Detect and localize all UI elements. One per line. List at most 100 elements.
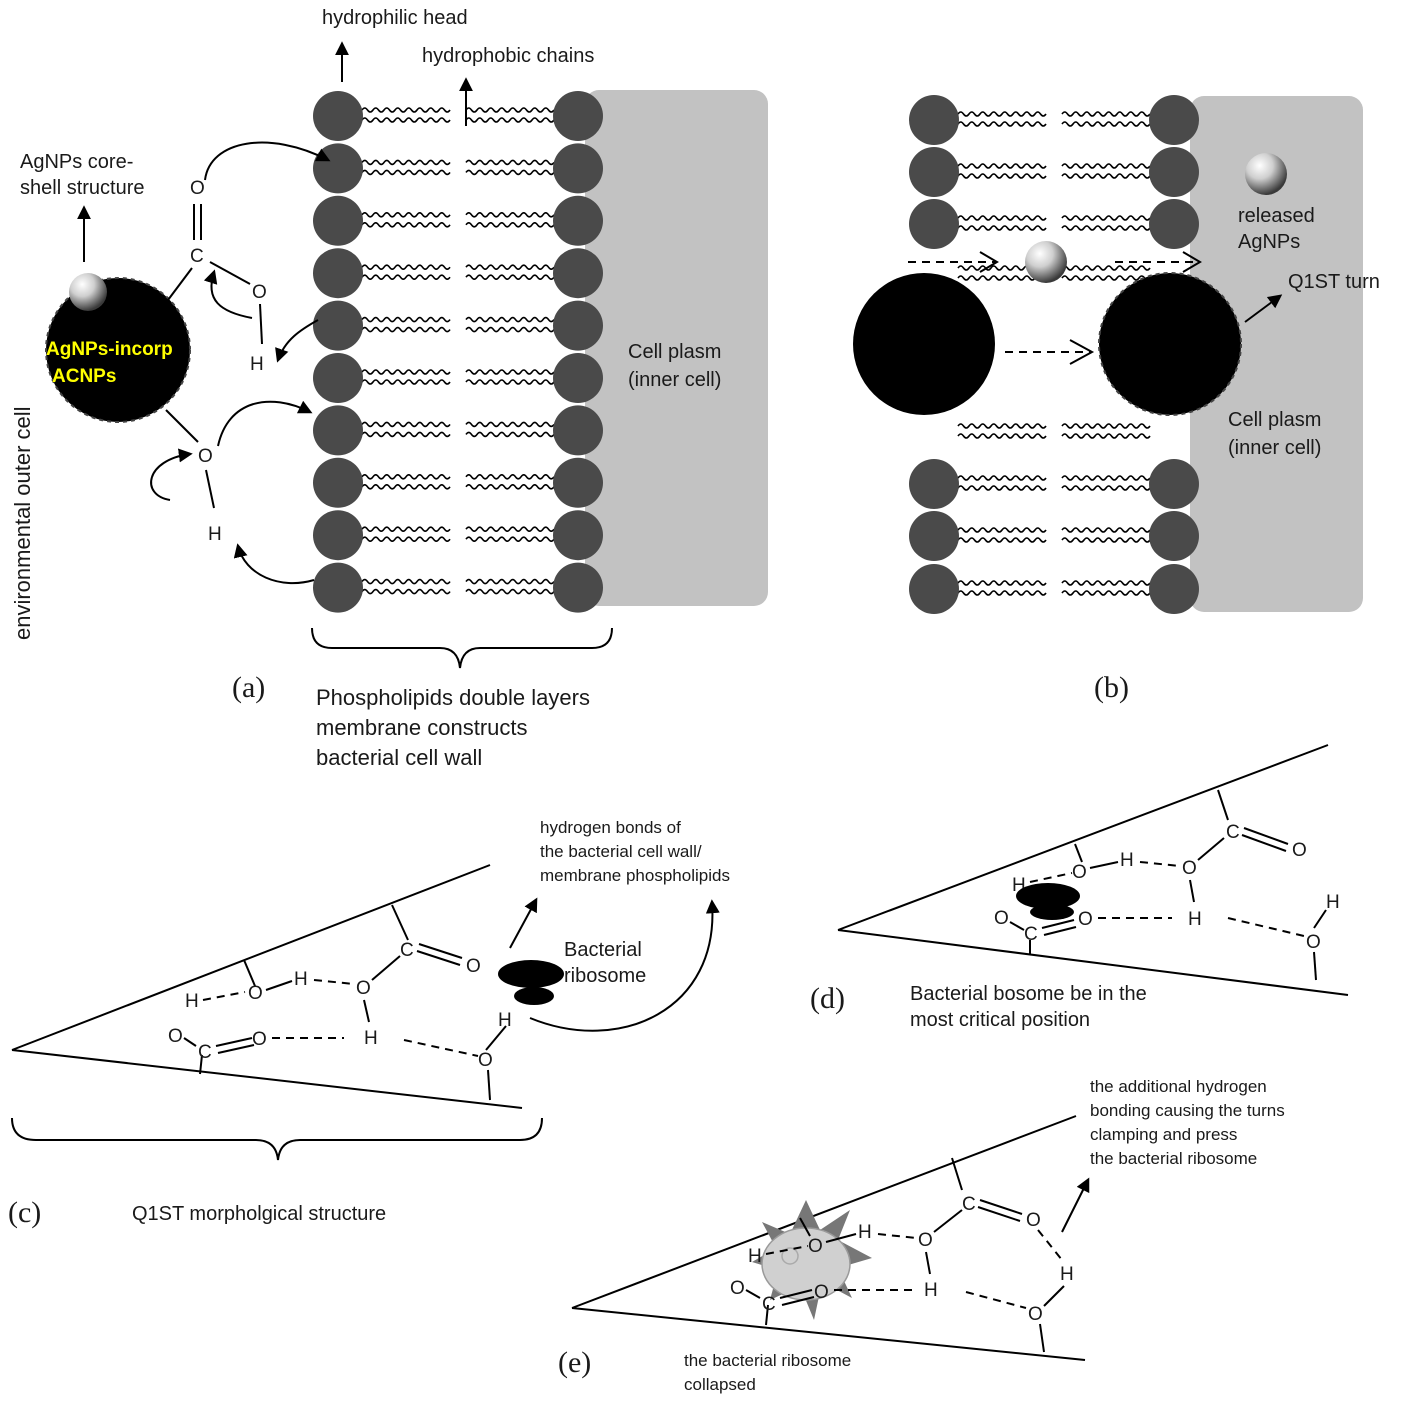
atom-h-d4: H (1326, 892, 1340, 913)
hydrophobic-tail (361, 578, 451, 585)
bond-o-c-d2 (1009, 921, 1025, 931)
hydrophobic-tail (1061, 423, 1151, 429)
atom-h-c2: H (294, 969, 308, 990)
double-d-2 (1241, 834, 1287, 852)
atom-c-e1: C (962, 1194, 976, 1215)
collapsed-label-2: collapsed (684, 1375, 756, 1394)
acnp-particle-icon (45, 277, 191, 423)
atom-o-e2: O (918, 1230, 933, 1251)
phospholipid-head (313, 248, 363, 299)
released-label-2: AgNPs (1238, 231, 1300, 253)
morph-label: Q1ST morpholgical structure (132, 1203, 386, 1225)
additional-label-1: the additional hydrogen (1090, 1077, 1267, 1096)
hydrophobic-tail (957, 275, 1047, 281)
hydrophobic-tail (465, 431, 555, 438)
black-particle-left-icon (853, 273, 995, 415)
atom-o-c3: O (466, 956, 481, 977)
hydrophobic-tail (465, 474, 555, 480)
hbond-d-1 (1029, 872, 1073, 883)
phospholipid-head (909, 199, 959, 249)
bond-o-c-c (371, 955, 401, 981)
bond-c-4 (487, 1069, 491, 1101)
atom-c-c2: C (198, 1042, 212, 1063)
hydrophobic-tail (957, 580, 1047, 586)
turn-lower-edge-e (571, 1307, 1086, 1361)
hydrophobic-tail (1061, 265, 1151, 271)
atom-o-hydroxyl: O (252, 282, 267, 303)
hydrophobic-tail (957, 215, 1047, 221)
hydrophobic-tail (465, 379, 555, 385)
atom-o-e3: O (1026, 1210, 1041, 1231)
critical-label-1: Bacterial bosome be in the (910, 983, 1147, 1005)
bond-o-h-d2 (1189, 879, 1195, 903)
hydrophobic-tail (465, 274, 555, 280)
ribosome-icon (498, 960, 564, 1005)
hbonds-label-2: the bacterial cell wall/ (540, 842, 702, 861)
bond-o-h-e2 (925, 1251, 931, 1275)
phospholipid-head (553, 143, 603, 194)
phospholipid-head (313, 457, 363, 508)
phospholipid-head (313, 353, 363, 403)
bond-o-h (259, 303, 263, 345)
bond-e-1 (799, 1217, 811, 1237)
double-c-3 (215, 1037, 253, 1047)
turn-lower-edge-c (11, 1049, 523, 1109)
particle-label-2: ACNPs (52, 366, 116, 387)
hydrophobic-tail (1061, 173, 1151, 179)
turn-upper-edge-c (11, 864, 491, 1051)
bond-e-2 (951, 1157, 963, 1191)
phospholipid-head (909, 147, 959, 197)
phospholipid-head (1149, 199, 1199, 249)
phospholipid-head (553, 300, 603, 351)
hydrophobic-tail (957, 163, 1047, 169)
double-c-2 (416, 950, 461, 966)
hydrophobic-tail (465, 578, 555, 585)
hydrophobic-tail (465, 484, 555, 490)
q1st-turn-arrow (1244, 294, 1283, 323)
panel-e-tag: (e) (558, 1346, 591, 1379)
atom-o-c4: O (168, 1026, 183, 1047)
phospholipid-head (313, 195, 363, 246)
hydrophobic-tail (1061, 215, 1151, 221)
hydrophobic-tail (465, 326, 555, 333)
phospholipid-head (553, 562, 603, 613)
additional-label-4: the bacterial ribosome (1090, 1149, 1257, 1168)
agnps-core-label-2: shell structure (20, 177, 145, 199)
hydrophobic-tail (465, 222, 555, 228)
atom-c-e2: C (762, 1294, 776, 1315)
moving-agnp-icon (1025, 241, 1067, 283)
hydrophobic-tail (465, 107, 555, 113)
critical-label-2: most critical position (910, 1009, 1090, 1031)
hydrophobic-tail (361, 264, 451, 270)
hydrophobic-tail (361, 274, 451, 280)
hydrophobic-tail (465, 421, 555, 428)
panel-c: H O H O C O H O C O O H hydrogen bonds o… (8, 818, 730, 1229)
double-d-4 (1043, 926, 1077, 936)
dashed-arrow-3-head (1069, 339, 1095, 365)
hydrophobic-tail (1061, 580, 1151, 586)
hydrophobic-tail (1061, 433, 1151, 439)
atom-h-c4: H (498, 1010, 512, 1031)
atom-o-c6: O (478, 1050, 493, 1071)
atom-o-carbonyl: O (190, 178, 205, 199)
dashed-arrow-2-head (1182, 251, 1202, 273)
bond-c-oh (209, 261, 251, 285)
phospholipid-head (553, 248, 603, 299)
atom-h-c3: H (364, 1028, 378, 1049)
bond-o-c-e (933, 1209, 963, 1233)
additional-label-3: clamping and press (1090, 1125, 1237, 1144)
atom-o-lower: O (198, 446, 213, 467)
phospholipid-head (313, 510, 363, 561)
phospholipid-head (1149, 459, 1199, 509)
bond-particle-c (167, 267, 193, 301)
bond-h-o-e (1043, 1285, 1065, 1307)
hydrophobic-tail (1061, 111, 1151, 117)
bond-o-c-c2 (183, 1037, 197, 1047)
phospholipid-head (1149, 564, 1199, 614)
hydrophobic-tail (465, 536, 555, 542)
additional-label-2: bonding causing the turns (1090, 1101, 1285, 1120)
atom-o-e6: O (1028, 1304, 1043, 1325)
atom-o-d2: O (1182, 858, 1197, 879)
bilayer-label-3: bacterial cell wall (316, 745, 482, 770)
collapsed-label-1: the bacterial ribosome (684, 1351, 851, 1370)
